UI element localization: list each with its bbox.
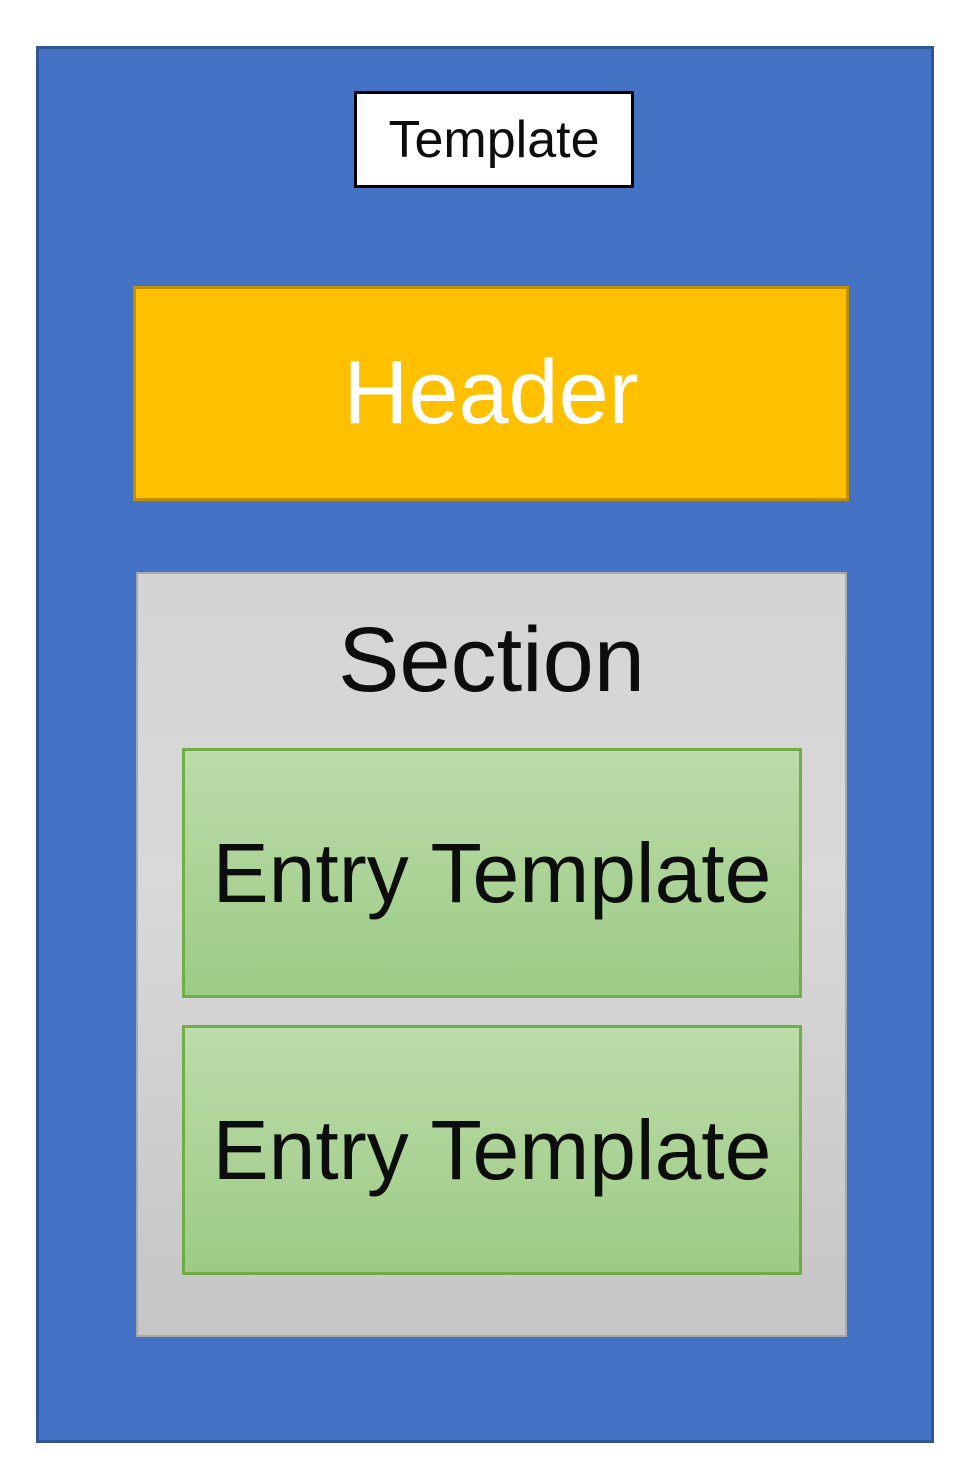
entry-template-label-2: Entry Template: [212, 1102, 772, 1197]
entry-template-label-1: Entry Template: [212, 825, 772, 920]
template-label-text: Template: [388, 110, 600, 169]
entry-template-box-2: Entry Template: [182, 1025, 802, 1275]
section-box: Section Entry Template Entry Template: [136, 572, 847, 1337]
template-label-box: Template: [354, 91, 634, 188]
template-container-box: Template Header Section Entry Template E…: [36, 46, 934, 1443]
header-box: Header: [133, 286, 849, 501]
header-label-text: Header: [343, 343, 639, 443]
section-label-text: Section: [338, 609, 645, 711]
entry-template-box-1: Entry Template: [182, 748, 802, 998]
